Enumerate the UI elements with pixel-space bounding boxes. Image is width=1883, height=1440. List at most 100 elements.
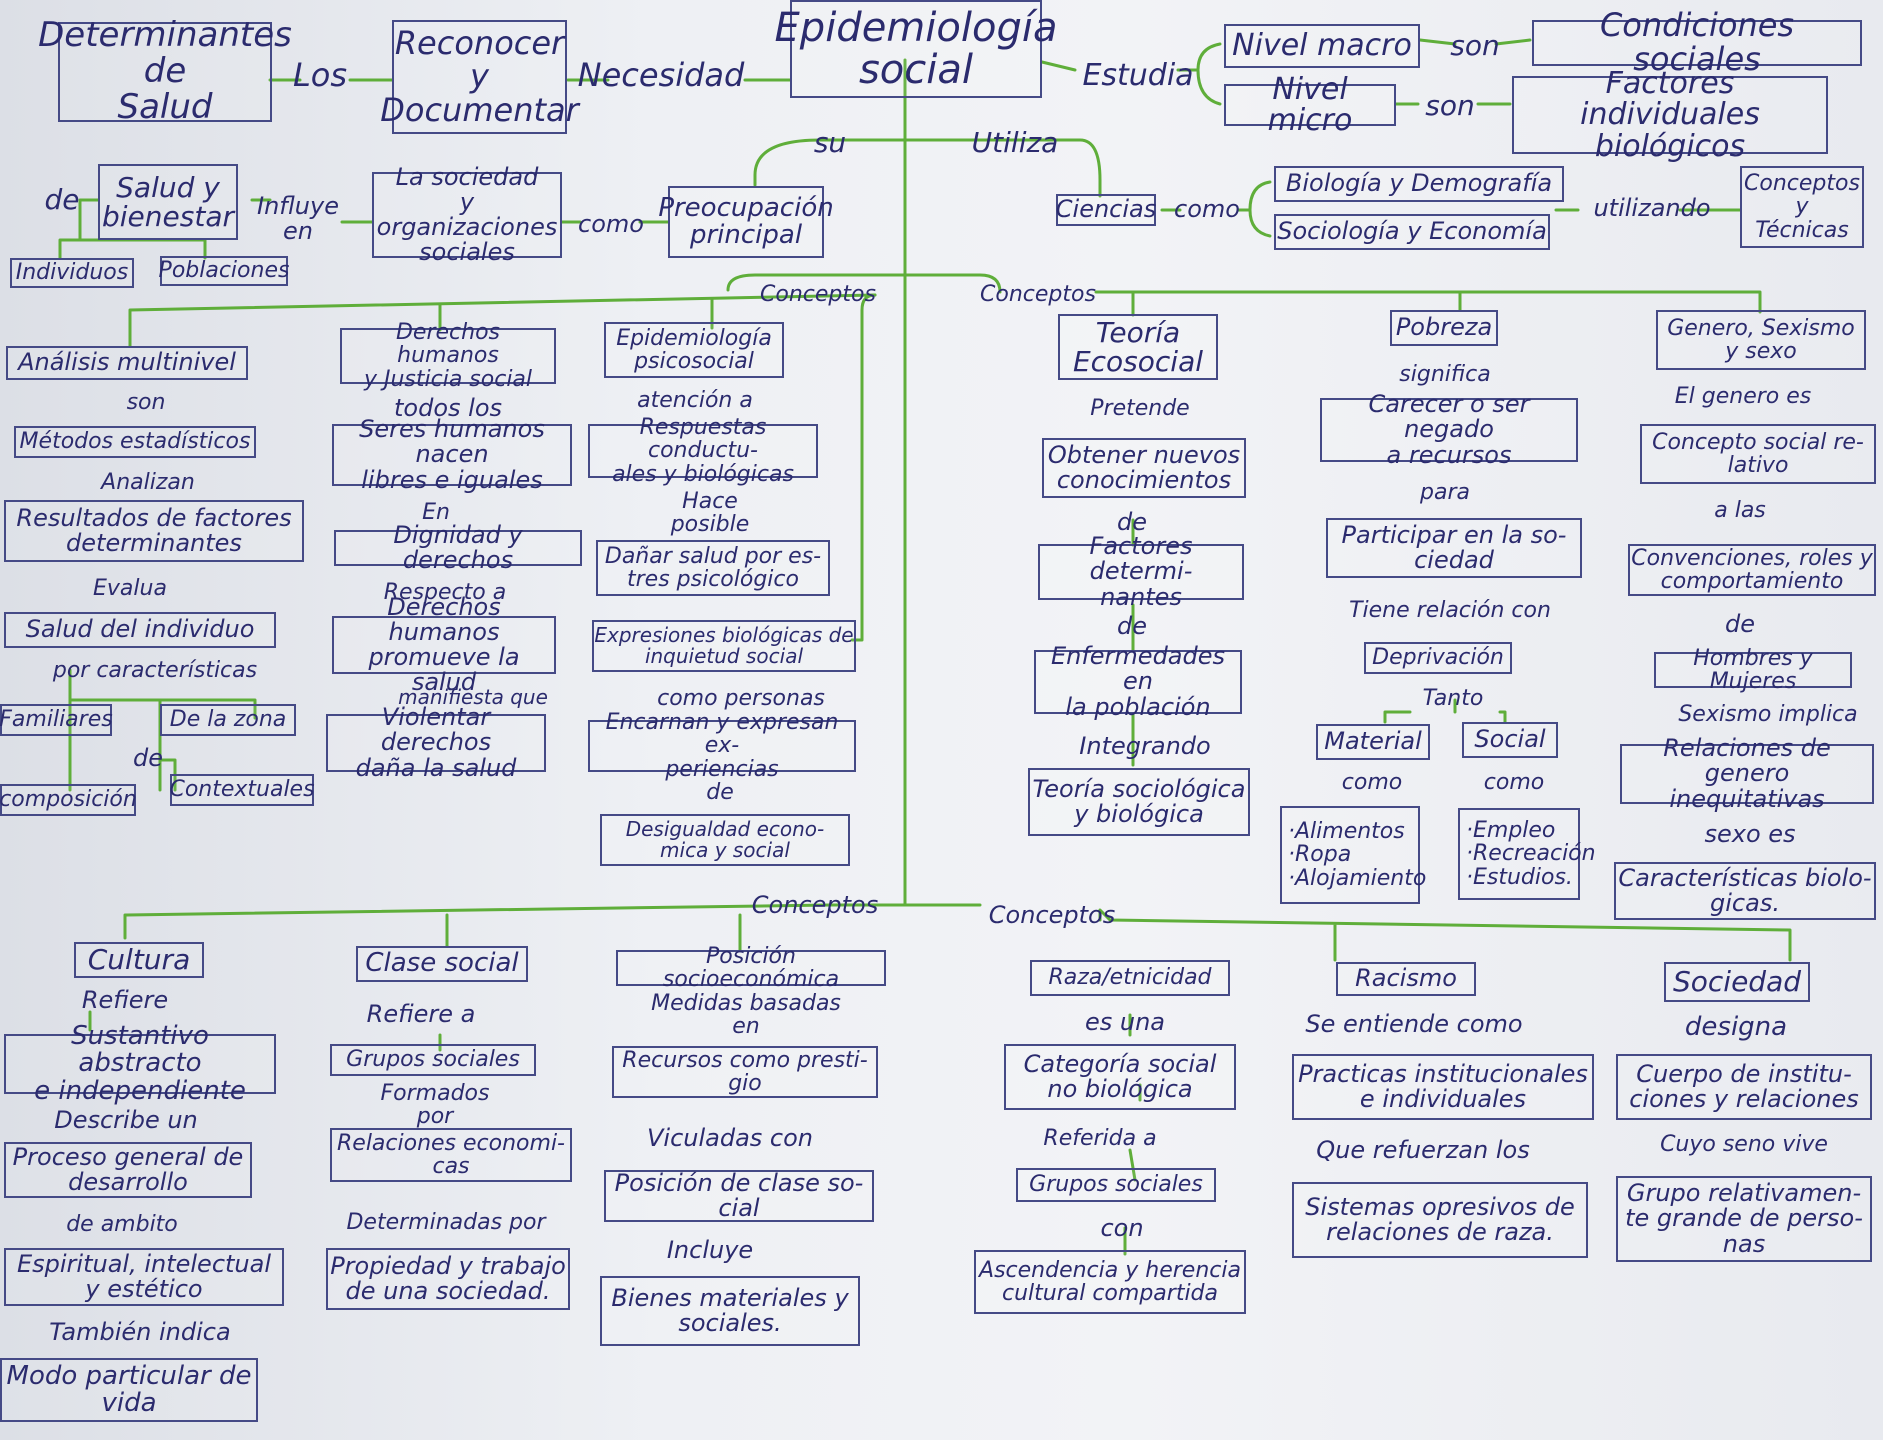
tiene-relacion-label: Tiene relación con	[1349, 598, 1551, 624]
utilizando-label: utilizando	[1593, 194, 1711, 223]
utiliza-label: Utiliza	[971, 126, 1059, 160]
seres-humanos-node: Seres humanos nacen libres e iguales	[332, 417, 572, 492]
material-node: Material	[1316, 724, 1430, 760]
epidemiologia-social-root: Epidemiología social	[775, 0, 1057, 98]
incluye-label: Incluye	[666, 1236, 754, 1265]
refiere-cultura-label: Refiere	[81, 986, 169, 1015]
son-macro-label: son	[1450, 29, 1500, 63]
espiritual-node: Espiritual, intelectual y estético	[4, 1248, 284, 1306]
como-material-label: como	[1341, 770, 1403, 796]
nivel-micro-node: Nivel micro	[1224, 73, 1396, 136]
sociedad-organizaciones-node: La sociedad y organizaciones sociales	[372, 164, 562, 265]
resultados-factores-node: Resultados de factores determinantes	[4, 500, 304, 562]
como-social-label: como	[1483, 770, 1545, 796]
de-la-zona-node: De la zona	[160, 704, 296, 736]
de-salud-label: de	[44, 183, 80, 217]
desigualdad-node: Desigualdad econo- mica y social	[600, 814, 850, 866]
social-node: Social	[1462, 722, 1558, 758]
influye-en-label: Influye en	[257, 191, 339, 245]
factores-determinantes-node: Factores determi- nantes	[1038, 534, 1244, 609]
reconocer-documentar-node: Reconocer y Documentar	[380, 20, 579, 134]
describe-un-label: Describe un	[54, 1106, 198, 1135]
derechos-humanos-node: Derechos humanos y Justicia social	[340, 321, 556, 391]
recursos-prestigio-node: Recursos como presti- gio	[612, 1046, 878, 1098]
material-items-list: ·Alimentos ·Ropa ·Alojamiento	[1280, 806, 1426, 904]
son-analisis-label: son	[126, 390, 166, 416]
determinadas-por-label: Determinadas por	[346, 1210, 546, 1236]
individuos-node: Individuos	[10, 258, 134, 288]
racismo-node: Racismo	[1336, 962, 1476, 996]
vinculadas-con-label: Viculadas con	[646, 1124, 814, 1153]
referida-a-label: Referida a	[1043, 1126, 1157, 1152]
condiciones-sociales-node: Condiciones sociales	[1532, 9, 1862, 76]
posicion-socioeconomica-node: Posición socioeconómica	[616, 945, 886, 991]
de-composicion-label: de	[133, 744, 163, 773]
integrando-label: Integrando	[1079, 732, 1211, 761]
medidas-basadas-label: Medidas basadas en	[651, 990, 841, 1039]
poblaciones-node: Poblaciones	[159, 256, 289, 286]
teoria-sociologica-node: Teoría sociológica y biológica	[1028, 768, 1250, 836]
sistemas-opresivos-node: Sistemas opresivos de relaciones de raza…	[1292, 1182, 1588, 1258]
con-label: con	[1100, 1214, 1144, 1243]
los-label: Los	[292, 56, 348, 95]
determinantes-salud-node: Determinantes de Salud	[38, 15, 292, 127]
propiedad-trabajo-node: Propiedad y trabajo de una sociedad.	[326, 1248, 570, 1310]
hombres-mujeres-node: Hombres y Mujeres	[1654, 647, 1852, 693]
deprivacion-node: Deprivación	[1364, 642, 1512, 674]
tambien-indica-label: También indica	[49, 1318, 231, 1347]
cultura-node: Cultura	[74, 942, 204, 978]
encarnan-node: Encarnan y expresan ex- periencias	[588, 711, 856, 781]
proceso-desarrollo-node: Proceso general de desarrollo	[4, 1142, 252, 1198]
clase-social-node: Clase social	[356, 946, 528, 982]
caracteristicas-biologicas-node: Características biolo- gicas.	[1614, 862, 1876, 920]
como-personas-label: como personas	[657, 686, 825, 712]
modo-vida-node: Modo particular de vida	[0, 1358, 258, 1422]
tanto-label: Tanto	[1422, 686, 1484, 712]
como-preocupacion-label: como	[578, 210, 644, 239]
sustantivo-abstracto-node: Sustantivo abstracto e independiente	[4, 1022, 276, 1104]
significa-label: significa	[1399, 362, 1491, 388]
pretende-label: Pretende	[1090, 396, 1190, 422]
sociologia-economia-node: Sociología y Economía	[1274, 214, 1550, 250]
convenciones-roles-node: Convenciones, roles y comportamiento	[1628, 544, 1876, 596]
practicas-institucionales-node: Practicas institucionales e individuales	[1292, 1054, 1594, 1120]
respuestas-node: Respuestas conductu- ales y biológicas	[588, 416, 818, 486]
grupo-relativamente-node: Grupo relativamen- te grande de perso- n…	[1616, 1176, 1872, 1262]
danar-salud-node: Dañar salud por es- tres psicológico	[596, 540, 830, 596]
como-ciencias-label: como	[1174, 195, 1240, 224]
de-hombres-label: de	[1725, 610, 1755, 639]
salud-bienestar-node: Salud y bienestar	[98, 164, 238, 240]
designa-label: designa	[1684, 1012, 1788, 1043]
salud-individuo-node: Salud del individuo	[4, 612, 276, 648]
atencion-a-label: atención a	[637, 388, 753, 414]
grupos-sociales-node-1: Grupos sociales	[330, 1044, 536, 1076]
social-items-list: ·Empleo ·Recreación ·Estudios.	[1458, 808, 1596, 900]
familiares-node: Familiares	[0, 704, 113, 736]
ciencias-node: Ciencias	[1056, 194, 1156, 226]
biologia-demografia-node: Biología y Demografía	[1274, 166, 1564, 202]
participar-sociedad-node: Participar en la so- ciedad	[1326, 518, 1582, 578]
cuyo-seno-label: Cuyo seno vive	[1660, 1132, 1828, 1158]
ascendencia-herencia-node: Ascendencia y herencia cultural comparti…	[974, 1250, 1246, 1314]
en-dignidad-label: En	[422, 500, 450, 526]
evalua-label: Evalua	[93, 576, 167, 602]
refiere-a-label: Refiere a	[366, 1000, 476, 1029]
enfermedades-node: Enfermedades en la población	[1034, 644, 1242, 719]
de-ambito-label: de ambito	[66, 1212, 178, 1238]
su-label: su	[813, 126, 847, 160]
para-label: para	[1420, 480, 1470, 506]
manifiesta-que-label: manifiesta que	[398, 684, 548, 709]
preocupacion-principal-node: Preocupación principal	[658, 186, 834, 258]
genero-sexismo-node: Genero, Sexismo y sexo	[1656, 310, 1866, 370]
dh-promueve-node: Derechos humanos promueve la salud	[332, 594, 556, 695]
sociedad-node: Sociedad	[1664, 962, 1810, 1002]
factores-individuales-node: Factores individuales biológicos	[1512, 68, 1828, 162]
concepto-social-node: Concepto social re- lativo	[1640, 424, 1876, 484]
estudia-label: Estudia	[1082, 58, 1194, 94]
composicion-node: composición	[0, 784, 137, 816]
formados-por-label: Formados por	[380, 1080, 490, 1129]
se-entiende-label: Se entiende como	[1305, 1010, 1523, 1039]
teoria-ecosocial-node: Teoría Ecosocial	[1058, 314, 1218, 380]
necesidad-label: Necesidad	[577, 56, 745, 95]
